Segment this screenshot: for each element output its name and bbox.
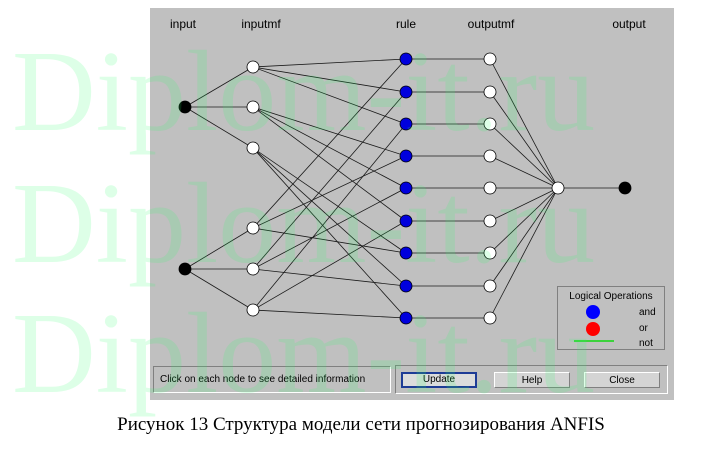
edge-outputmf-aggregate (489, 155, 559, 189)
edge-mf-rule (252, 309, 407, 319)
rule-node[interactable] (399, 311, 413, 325)
legend-label-and: and (639, 307, 656, 318)
and-dot-icon (586, 305, 600, 319)
header-rule: rule (395, 17, 417, 31)
header-outputmf: outputmf (467, 17, 515, 31)
header-output: output (612, 17, 646, 31)
inputmf-node[interactable] (246, 221, 260, 235)
outputmf-node[interactable] (483, 181, 497, 195)
edge-mf-rule (252, 66, 407, 93)
edge-mf-rule (252, 91, 407, 270)
outputmf-node[interactable] (483, 117, 497, 131)
aggregate-node[interactable] (551, 181, 565, 195)
outputmf-node[interactable] (483, 149, 497, 163)
status-text: Click on each node to see detailed infor… (160, 374, 366, 385)
edge-mf-rule (252, 66, 407, 125)
edge-mf-rule (252, 58, 407, 68)
edge-outputmf-aggregate (489, 123, 559, 189)
figure-caption: Рисунок 13 Структура модели сети прогноз… (117, 414, 605, 435)
or-dot-icon (586, 322, 600, 336)
edge-outputmf-aggregate (489, 91, 559, 189)
status-bar: Click on each node to see detailed infor… (153, 366, 391, 393)
anfis-structure-window: input inputmf rule outputmf output Logic… (150, 8, 674, 400)
rule-node[interactable] (399, 149, 413, 163)
edge-mf-rule (252, 227, 407, 254)
input-node[interactable] (178, 100, 192, 114)
rule-node[interactable] (399, 52, 413, 66)
outputmf-node[interactable] (483, 279, 497, 293)
header-input: input (169, 17, 197, 31)
input-node[interactable] (178, 262, 192, 276)
edge-outputmf-aggregate (489, 187, 559, 254)
button-group: Update Help Close (395, 365, 668, 394)
edge-input1-mf (184, 66, 254, 108)
edge-mf-rule (252, 106, 407, 157)
close-button[interactable]: Close (584, 372, 660, 388)
network-diagram (178, 52, 632, 325)
not-line-icon (574, 340, 614, 342)
edge-mf-rule (252, 187, 407, 270)
update-button[interactable]: Update (401, 372, 477, 388)
legend-label-not: not (639, 338, 653, 349)
inputmf-node[interactable] (246, 141, 260, 155)
inputmf-node[interactable] (246, 303, 260, 317)
edge-mf-rule (252, 147, 407, 254)
edge-outputmf-aggregate (489, 187, 559, 287)
edge-mf-rule (252, 268, 407, 287)
legend-title: Logical Operations (569, 291, 653, 302)
edge-mf-rule (252, 155, 407, 229)
header-inputmf: inputmf (241, 17, 281, 31)
inputmf-node[interactable] (246, 262, 260, 276)
edge-input1-mf (184, 106, 254, 149)
legend-label-or: or (639, 323, 648, 334)
edge-outputmf-aggregate (489, 58, 559, 189)
inputmf-node[interactable] (246, 60, 260, 74)
edge-mf-rule (252, 147, 407, 319)
edge-input2-mf (184, 268, 254, 311)
rule-node[interactable] (399, 85, 413, 99)
edge-mf-rule (252, 58, 407, 229)
edge-mf-rule (252, 106, 407, 222)
edge-mf-rule (252, 106, 407, 189)
outputmf-node[interactable] (483, 214, 497, 228)
rule-node[interactable] (399, 214, 413, 228)
output-node[interactable] (618, 181, 632, 195)
edge-outputmf-aggregate (489, 187, 559, 222)
logical-operations-legend: Logical Operations and or not (557, 286, 665, 350)
rule-node[interactable] (399, 117, 413, 131)
outputmf-node[interactable] (483, 85, 497, 99)
edge-outputmf-aggregate (489, 187, 559, 319)
outputmf-node[interactable] (483, 311, 497, 325)
rule-node[interactable] (399, 279, 413, 293)
outputmf-node[interactable] (483, 246, 497, 260)
edge-mf-rule (252, 147, 407, 287)
inputmf-node[interactable] (246, 100, 260, 114)
outputmf-node[interactable] (483, 52, 497, 66)
edge-input2-mf (184, 227, 254, 270)
help-button[interactable]: Help (494, 372, 570, 388)
rule-node[interactable] (399, 181, 413, 195)
rule-node[interactable] (399, 246, 413, 260)
